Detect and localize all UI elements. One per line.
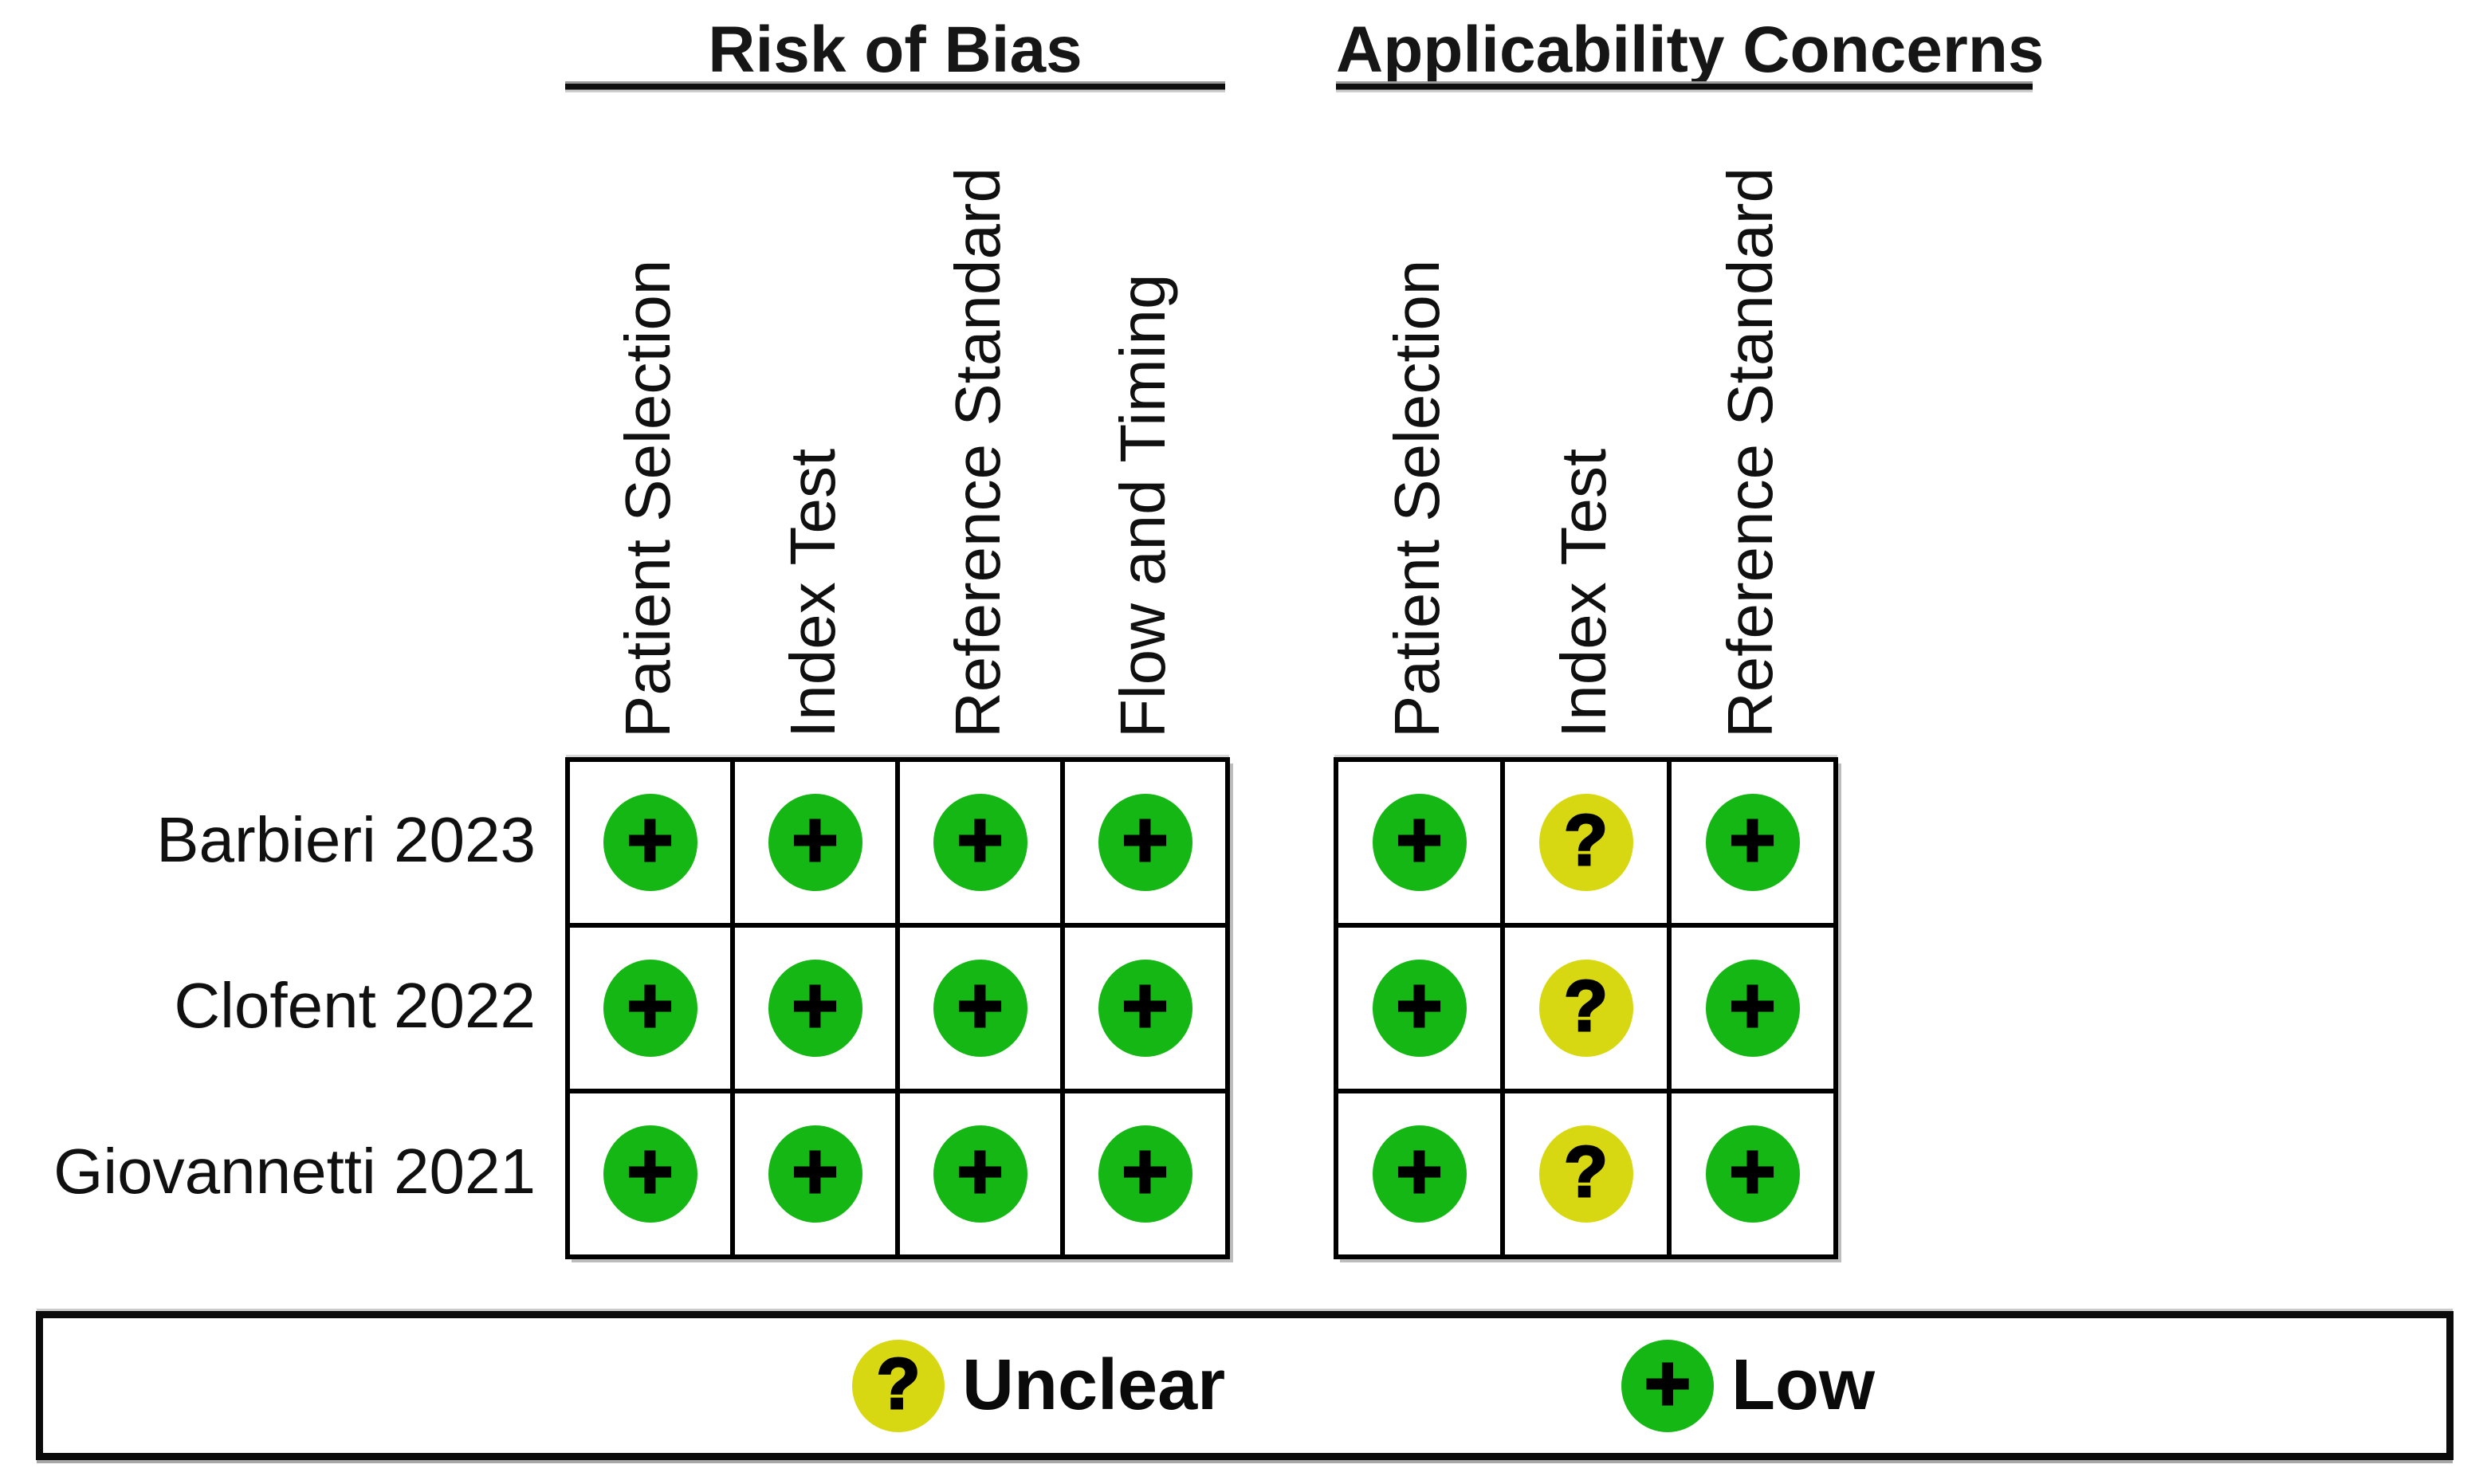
plus-symbol: +	[1121, 961, 1169, 1050]
rating-cell: +	[898, 925, 1063, 1091]
rating-low-icon: +	[1705, 1125, 1800, 1223]
rating-low-icon: +	[1705, 794, 1800, 891]
column-label-risk-of-bias-1: Index Test	[776, 448, 848, 738]
section-title-applicability-concerns: Applicability Concerns	[1336, 14, 2045, 86]
legend-label-low: Low	[1731, 1345, 1875, 1425]
question-symbol: ?	[1563, 1133, 1609, 1212]
rating-low-icon: +	[1098, 960, 1192, 1057]
plus-symbol: +	[626, 795, 674, 885]
rating-cell: +	[1336, 925, 1503, 1091]
rating-cell: +	[568, 760, 733, 925]
study-label-0: Barbieri 2023	[156, 804, 536, 875]
plus-symbol: +	[791, 1127, 839, 1216]
plus-symbol: +	[956, 795, 1004, 885]
plus-symbol: +	[956, 1127, 1004, 1216]
plus-symbol: +	[791, 795, 839, 885]
rating-cell: +	[1669, 1091, 1836, 1257]
plus-symbol: +	[1728, 961, 1777, 1050]
plus-symbol: +	[956, 961, 1004, 1050]
rating-cell: +	[1669, 925, 1836, 1091]
question-symbol: ?	[1563, 801, 1609, 881]
question-symbol: ?	[875, 1344, 921, 1424]
rating-low-icon: +	[1372, 960, 1467, 1057]
rating-cell: ?	[1503, 925, 1669, 1091]
legend-label-unclear: Unclear	[962, 1345, 1226, 1425]
rating-cell: +	[568, 925, 733, 1091]
rating-low-icon: +	[1098, 794, 1192, 891]
column-label-risk-of-bias-2: Reference Standard	[941, 167, 1013, 738]
rating-unclear-icon: ?	[1538, 960, 1633, 1057]
rating-cell: +	[1063, 760, 1228, 925]
rating-cell: +	[733, 925, 898, 1091]
rating-cell: +	[733, 760, 898, 925]
study-label-2: Giovannetti 2021	[53, 1136, 536, 1207]
legend-box: ? Unclear + Low	[36, 1311, 2454, 1460]
rating-cell: +	[568, 1091, 733, 1257]
rating-cell: +	[1669, 760, 1836, 925]
rating-cell: +	[1063, 1091, 1228, 1257]
plus-symbol: +	[626, 1127, 674, 1216]
unclear-icon: ?	[852, 1339, 945, 1432]
rating-low-icon: +	[1372, 794, 1467, 891]
section-title-risk-of-bias: Risk of Bias	[708, 14, 1082, 86]
column-label-applicability-concerns-2: Reference Standard	[1714, 167, 1786, 738]
column-label-risk-of-bias-3: Flow and Timing	[1106, 273, 1178, 738]
rating-low-icon: +	[1705, 960, 1800, 1057]
rating-cell: +	[1336, 1091, 1503, 1257]
rating-unclear-icon: ?	[1538, 794, 1633, 891]
rating-cell: +	[733, 1091, 898, 1257]
rating-low-icon: +	[768, 1125, 862, 1223]
rating-unclear-icon: ?	[1538, 1125, 1633, 1223]
section-underline-applicability-concerns	[1336, 81, 2033, 92]
rating-cell: +	[898, 1091, 1063, 1257]
rating-low-icon: +	[933, 794, 1027, 891]
plus-symbol: +	[1121, 1127, 1169, 1216]
rating-low-icon: +	[933, 960, 1027, 1057]
rating-cell: ?	[1503, 760, 1669, 925]
rating-cell: +	[898, 760, 1063, 925]
section-underline-risk-of-bias	[565, 81, 1225, 92]
plus-symbol: +	[1395, 961, 1444, 1050]
study-label-1: Clofent 2022	[174, 970, 536, 1041]
plus-symbol: +	[791, 961, 839, 1050]
column-label-applicability-concerns-1: Index Test	[1547, 448, 1619, 738]
column-label-applicability-concerns-0: Patient Selection	[1381, 259, 1452, 738]
rating-table-applicability-concerns: +? + +? + +? +	[1334, 757, 1838, 1259]
plus-symbol: +	[1395, 1127, 1444, 1216]
rating-low-icon: +	[1098, 1125, 1192, 1223]
rating-low-icon: +	[768, 960, 862, 1057]
plus-symbol: +	[1728, 795, 1777, 885]
rating-cell: +	[1063, 925, 1228, 1091]
legend-item-low: + Low	[1621, 1338, 1875, 1432]
rating-low-icon: +	[1372, 1125, 1467, 1223]
rating-low-icon: +	[603, 960, 697, 1057]
plus-symbol: +	[1121, 795, 1169, 885]
rating-cell: +	[1336, 760, 1503, 925]
question-symbol: ?	[1563, 967, 1609, 1046]
plus-symbol: +	[1728, 1127, 1777, 1216]
plus-symbol: +	[1395, 795, 1444, 885]
plus-symbol: +	[626, 961, 674, 1050]
rating-low-icon: +	[933, 1125, 1027, 1223]
rating-low-icon: +	[603, 1125, 697, 1223]
rating-low-icon: +	[603, 794, 697, 891]
plus-symbol: +	[1643, 1338, 1691, 1428]
column-label-risk-of-bias-0: Patient Selection	[611, 259, 683, 738]
rating-cell: ?	[1503, 1091, 1669, 1257]
rating-table-risk-of-bias: + + + + + + + + + + + +	[565, 757, 1230, 1259]
legend-item-unclear: ? Unclear	[852, 1339, 1226, 1432]
rating-low-icon: +	[768, 794, 862, 891]
low-icon: +	[1621, 1338, 1714, 1432]
